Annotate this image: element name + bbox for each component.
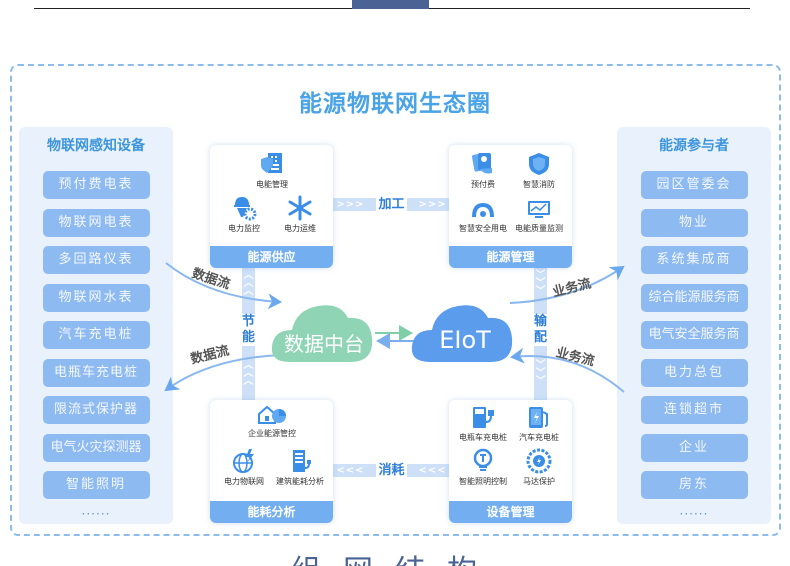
header-tab-marker [352, 0, 429, 9]
iot-devices-panel: 物联网感知设备 预付费电表 物联网电表 多回路仪表 物联网水表 汽车充电桩 电瓶… [19, 127, 173, 524]
energy-participants-list: 园区管委会 物业 系统集成商 综合能源服务商 电气安全服务商 电力总包 连锁超市… [617, 171, 771, 521]
smart-lighting-control-item: 智能照明控制 [453, 448, 513, 487]
device-item: 多回路仪表 [42, 246, 150, 274]
energy-saving-label: 节能 [239, 314, 258, 346]
distribution-label: 输配 [531, 314, 550, 346]
bulb-icon [473, 448, 493, 471]
power-monitoring-item: 电力监控 [214, 195, 274, 234]
monitor-chart-icon [528, 201, 550, 218]
energy-supply-title: 能源供应 [210, 246, 333, 268]
energy-management-title: 能源管理 [449, 246, 572, 268]
power-maintenance-item: 电力运维 [270, 195, 330, 234]
device-item: 物联网电表 [42, 208, 150, 237]
iot-devices-title: 物联网感知设备 [47, 138, 145, 154]
eiot-cloud-icon [411, 305, 513, 362]
chevrons-left-icon: <<< [336, 465, 365, 476]
chevrons-up-icon: ︿︿︿ [243, 270, 254, 297]
prepaid-card-icon [472, 153, 492, 174]
device-management-title: 设备管理 [449, 501, 572, 523]
business-flow-out-arrow [509, 265, 625, 304]
energy-management-card: 预付费 智慧消防 智慧安全用电 电能质量监测 能源管理 [449, 145, 572, 268]
distribution-connector: ﹀﹀﹀ 输配 ﹀﹀﹀ [531, 268, 550, 400]
more-ellipsis: ······ [81, 506, 111, 521]
ebike-charger-item: 电瓶车充电桩 [453, 404, 513, 443]
device-item: 限流式保护器 [42, 396, 150, 424]
device-item: 物联网水表 [42, 283, 150, 312]
energy-management-item: 电能管理 [242, 151, 302, 190]
motor-protection-item: 马达保护 [509, 448, 569, 487]
chevrons-up-icon: ︿︿︿ [243, 360, 254, 387]
more-ellipsis: ······ [679, 506, 709, 521]
data-center-cloud-icon [271, 305, 373, 362]
device-item: 预付费电表 [42, 171, 150, 199]
energy-participants-title: 能源参与者 [659, 138, 729, 154]
chevrons-down-icon: ﹀﹀﹀ [535, 360, 546, 387]
chevrons-right-icon: >>> [336, 199, 365, 210]
chevrons-down-icon: ﹀﹀﹀ [535, 270, 546, 297]
device-management-card: 电瓶车充电桩 汽车充电桩 智能照明控制 马达保护 设备管理 [449, 400, 572, 523]
smart-safe-power-item: 智慧安全用电 [453, 199, 513, 234]
participant-item: 系统集成商 [640, 246, 748, 274]
consumption-label: 消耗 [376, 463, 407, 478]
participant-item: 电力总包 [640, 358, 748, 387]
business-flow-in-arrow [510, 347, 625, 393]
participant-item: 企业 [640, 433, 748, 462]
device-item: 汽车充电桩 [42, 321, 150, 349]
building-shield-icon [261, 153, 282, 173]
diagram-title: 能源物联网生态圈 [299, 91, 491, 117]
participant-item: 连锁超市 [640, 396, 748, 424]
power-quality-item: 电能质量监测 [509, 199, 569, 234]
network-structure-title: 组网结构 [0, 552, 790, 566]
smart-fire-item: 智慧消防 [509, 151, 569, 190]
energy-supply-card: 电能管理 电力监控 电力运维 能源供应 [210, 145, 333, 268]
gauge-icon [472, 203, 494, 217]
processing-connector: >>> 加工 >>> [333, 198, 450, 211]
consumption-connector: <<< 消耗 <<< [333, 464, 450, 477]
energy-participants-panel: 能源参与者 园区管委会 物业 系统集成商 综合能源服务商 电气安全服务商 电力总… [617, 127, 771, 524]
chevrons-left-icon: <<< [418, 465, 447, 476]
snowflake-icon [288, 195, 312, 221]
device-item: 电气火灾探测器 [42, 433, 150, 462]
participant-item: 电气安全服务商 [640, 321, 748, 349]
iot-devices-list: 预付费电表 物联网电表 多回路仪表 物联网水表 汽车充电桩 电瓶车充电桩 限流式… [19, 171, 173, 521]
worker-gear-icon [234, 197, 257, 221]
prepaid-item: 预付费 [453, 151, 513, 190]
device-item: 智能照明 [42, 471, 150, 499]
data-flow-out-arrow [164, 354, 283, 392]
energy-analysis-title: 能耗分析 [210, 501, 333, 523]
energy-saving-connector: ︿︿︿ 节能 ︿︿︿ [239, 268, 258, 400]
globe-bolt-icon [233, 449, 254, 473]
motor-icon [526, 448, 552, 474]
house-pie-icon [258, 405, 286, 424]
chevrons-right-icon: >>> [418, 199, 447, 210]
power-iot-item: 电力物联网 [214, 448, 274, 487]
charger-plug-icon [473, 407, 494, 428]
energy-analysis-card: 企业能源管控 电力物联网 建筑能耗分析 能耗分析 [210, 400, 333, 523]
participant-item: 物业 [640, 208, 748, 237]
processing-label: 加工 [376, 197, 407, 212]
participant-item: 房东 [640, 471, 748, 499]
building-energy-analysis-item: 建筑能耗分析 [270, 448, 330, 487]
data-center-label: 数据中台 [284, 332, 364, 356]
building-plug-icon [293, 450, 311, 472]
device-item: 电瓶车充电桩 [42, 358, 150, 387]
ev-charger-icon [529, 407, 548, 428]
eiot-label: EIoT [439, 326, 491, 354]
ecosystem-frame [10, 64, 781, 536]
ev-charger-item: 汽车充电桩 [509, 404, 569, 443]
shield-icon [529, 153, 549, 175]
data-flow-in-arrow [165, 262, 282, 310]
participant-item: 园区管委会 [640, 171, 748, 199]
participant-item: 综合能源服务商 [640, 283, 748, 312]
enterprise-energy-control-item: 企业能源管控 [242, 404, 302, 439]
